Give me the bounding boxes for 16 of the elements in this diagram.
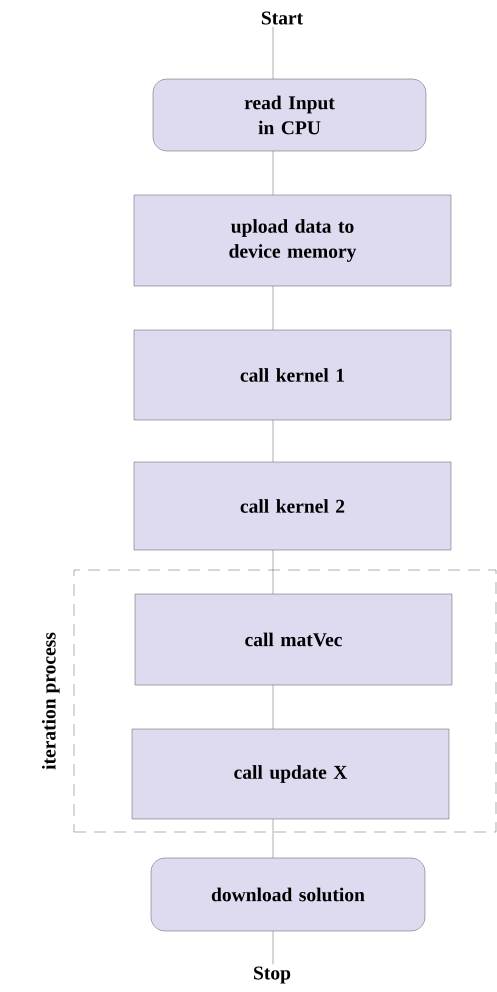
connector-line bbox=[272, 550, 274, 594]
node-label: iteration process bbox=[42, 632, 60, 770]
connector-line bbox=[272, 26, 274, 79]
connector-line bbox=[272, 420, 274, 462]
process-box: call kernel 1 bbox=[134, 330, 452, 420]
connector-line bbox=[272, 931, 274, 964]
connector-line bbox=[272, 286, 274, 330]
process-box: upload data to device memory bbox=[134, 194, 452, 286]
connector-line bbox=[272, 819, 274, 858]
process-box: call update X bbox=[132, 728, 450, 820]
connector-line bbox=[272, 151, 274, 195]
terminal-label: Stop bbox=[254, 966, 290, 984]
connector-line bbox=[272, 685, 274, 729]
process-box: call kernel 2 bbox=[134, 462, 452, 550]
process-box: call matVec bbox=[134, 594, 452, 686]
terminal-label: Start bbox=[262, 11, 304, 25]
